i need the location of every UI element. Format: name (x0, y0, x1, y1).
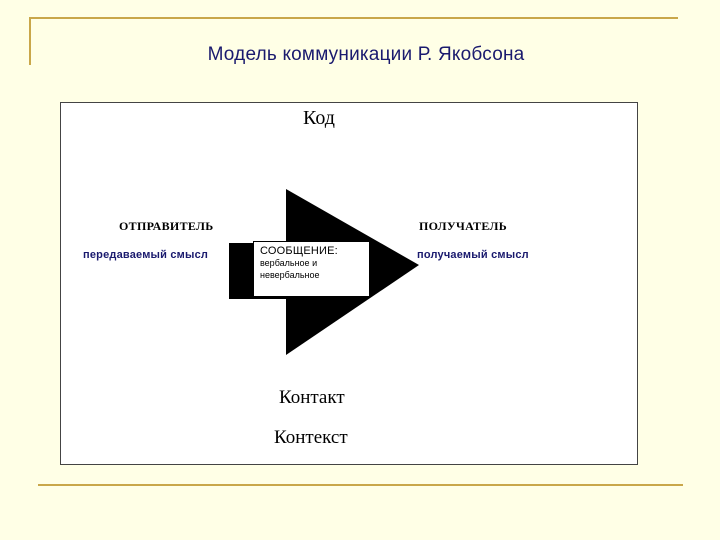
context-label: Контекст (274, 427, 348, 448)
decorative-left-rule (29, 17, 31, 65)
sender-label: ОТПРАВИТЕЛЬ (119, 219, 214, 233)
receiver-meaning: получаемый смысл (417, 249, 529, 261)
message-subtitle: вербальное и невербальное (260, 258, 320, 280)
code-label: Код (303, 107, 335, 129)
sender-meaning: передаваемый смысл (83, 249, 209, 261)
message-title: СООБЩЕНИЕ: (260, 245, 338, 257)
message-box: СООБЩЕНИЕ: вербальное и невербальное (253, 241, 370, 297)
slide-title: Модель коммуникации Р. Якобсона (207, 44, 525, 65)
decorative-top-rule (29, 17, 678, 19)
diagram-frame: Код ОТПРАВИТЕЛЬ передаваемый смысл ПОЛУЧ… (60, 102, 638, 465)
receiver-label: ПОЛУЧАТЕЛЬ (419, 219, 507, 233)
contact-label: Контакт (279, 387, 345, 408)
decorative-bottom-rule (38, 484, 683, 486)
